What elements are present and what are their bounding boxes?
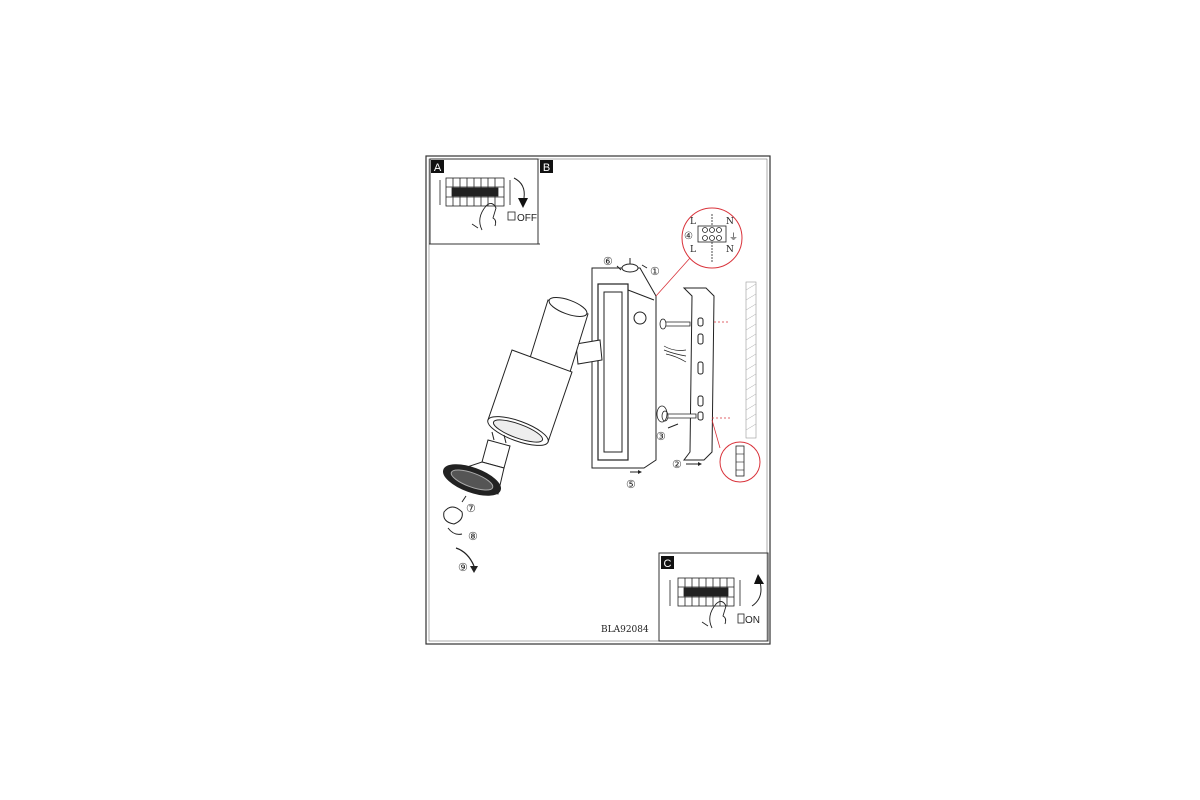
earth-icon: ⏚ xyxy=(729,232,738,242)
step-1-label: ① xyxy=(650,265,660,278)
wiring-live-bottom: L xyxy=(690,245,696,255)
wall-surface xyxy=(745,281,757,439)
spotlight-head xyxy=(487,297,603,446)
wall-plug-detail xyxy=(711,419,761,483)
wiring-neutral-top: N xyxy=(726,217,734,227)
step-4-label: ④ xyxy=(684,231,693,242)
turn-on-arrow-icon xyxy=(751,581,762,607)
wiring-detail: L N L N ④ ⏚ xyxy=(655,207,743,297)
panel-c-tab xyxy=(661,556,674,569)
on-label: ON xyxy=(745,615,760,626)
step-2-label: ② xyxy=(672,458,682,471)
step-9-label: ⑨ xyxy=(458,561,468,574)
turn-off-arrow-icon xyxy=(513,177,525,199)
hand-icon xyxy=(471,203,497,231)
panel-a-letter: A xyxy=(434,162,442,174)
top-screw: ⑥ ① xyxy=(603,255,660,278)
gu10-bulb xyxy=(443,431,511,496)
bracket-screws xyxy=(656,318,697,423)
step-8-label: ⑧ xyxy=(468,530,478,543)
step-5-label: ⑤ xyxy=(626,478,636,491)
off-label: OFF xyxy=(517,213,537,224)
model-code: BLA92084 xyxy=(601,625,649,635)
breaker-strip-on xyxy=(669,577,741,607)
breaker-strip-off xyxy=(439,177,511,207)
step-7-label: ⑦ xyxy=(466,502,476,515)
retaining-ring: ⑦ ⑧ ⑨ xyxy=(443,495,478,574)
panel-c: C ON xyxy=(658,552,769,642)
supply-cables xyxy=(663,345,687,363)
panel-a: A OFF xyxy=(429,158,539,245)
wiring-live-top: L xyxy=(690,217,696,227)
panel-b-tab xyxy=(540,160,553,173)
mounting-bracket xyxy=(682,287,715,461)
backplate xyxy=(591,267,657,469)
step-6-label: ⑥ xyxy=(603,255,613,268)
panel-b-letter: B xyxy=(543,162,550,174)
wiring-neutral-bottom: N xyxy=(726,245,734,255)
step-3-label: ③ xyxy=(656,430,666,443)
panel-c-letter: C xyxy=(664,558,672,570)
panel-a-tab xyxy=(431,160,444,173)
outer-frame xyxy=(425,155,771,645)
hand-icon xyxy=(701,601,727,629)
